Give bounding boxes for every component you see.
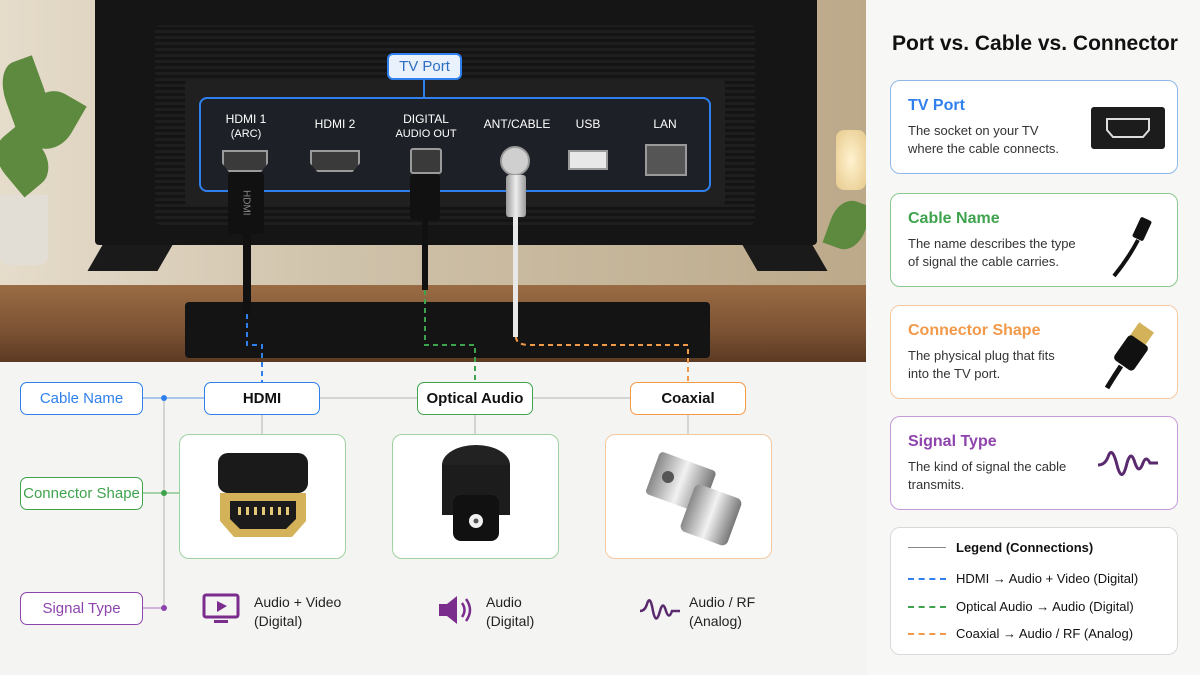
- legend-item-optical: Optical Audio → Audio (Digital): [908, 599, 1134, 614]
- port-label-usb: USB: [575, 117, 601, 131]
- card-title: TV Port: [908, 97, 965, 114]
- cable-name-coaxial: Coaxial: [630, 382, 746, 415]
- row-label-signal-type: Signal Type: [20, 592, 143, 625]
- usb-port: [568, 150, 608, 170]
- hdmi-route-line: [246, 314, 263, 382]
- signal-hdmi: Audio + Video(Digital): [254, 594, 342, 629]
- legend-title-row: Legend (Connections): [908, 540, 1093, 555]
- connection-lines: [143, 80, 689, 611]
- cable-name-optical: Optical Audio: [417, 382, 533, 415]
- connector-plug-icon: [1104, 322, 1154, 390]
- port-highlight-box: [199, 97, 711, 192]
- connector-card-coaxial: [605, 434, 772, 559]
- coax-plug: [506, 175, 526, 217]
- port-label-ant-cable: ANT/CABLE: [483, 117, 551, 131]
- legend-item-text: Coaxial → Audio / RF (Analog): [956, 626, 1134, 641]
- coax-connector-icon: [646, 452, 742, 546]
- hdmi-cable: [243, 234, 251, 314]
- hdmi2-port: [310, 150, 360, 172]
- wave-icon: [1097, 451, 1158, 476]
- speaker-icon: [439, 596, 472, 624]
- hdmi-plug: HDMI: [228, 172, 264, 234]
- card-connector-shape: Connector Shape The physical plug that f…: [890, 305, 1178, 399]
- port-label-hdmi1: HDMI 1(ARC): [225, 112, 267, 140]
- port-label-hdmi2: HDMI 2: [314, 117, 356, 131]
- card-title: Connector Shape: [908, 322, 1041, 339]
- optical-plug: [410, 174, 440, 220]
- legend-item-text: Optical Audio → Audio (Digital): [956, 599, 1134, 614]
- optical-connector-icon: [442, 445, 510, 541]
- legend-swatch: [908, 605, 946, 608]
- legend-box: Legend (Connections) HDMI → Audio + Vide…: [890, 527, 1178, 655]
- legend-swatch: [908, 632, 946, 635]
- optical-route-line: [424, 290, 476, 382]
- optical-port: [410, 148, 442, 174]
- panel-title: Port vs. Cable vs. Connector: [892, 32, 1178, 55]
- hdmi1-port: [222, 150, 268, 172]
- ant-cable-port: [500, 146, 530, 176]
- soundbar: [185, 302, 710, 358]
- lamp: [836, 130, 866, 190]
- legend-item-hdmi: HDMI → Audio + Video (Digital): [908, 571, 1138, 586]
- row-dot: [161, 490, 167, 496]
- monitor-play-icon: [202, 593, 240, 623]
- coax-route-line: [515, 336, 689, 382]
- signal-optical: Audio(Digital): [486, 594, 535, 629]
- port-label-lan: LAN: [653, 117, 677, 131]
- hdmi-port-icon: [1091, 107, 1165, 149]
- row-label-connector-shape: Connector Shape: [20, 477, 143, 510]
- plant-pot: [0, 195, 48, 265]
- row-label-cable-name: Cable Name: [20, 382, 143, 415]
- card-signal-type: Signal Type The kind of signal the cable…: [890, 416, 1178, 510]
- row-dot: [161, 605, 167, 611]
- legend-item-coaxial: Coaxial → Audio / RF (Analog): [908, 626, 1133, 641]
- wave-icon: [639, 599, 680, 620]
- connector-card-optical: [392, 434, 559, 559]
- legend-item-text: HDMI → Audio + Video (Digital): [956, 571, 1139, 586]
- tv-port-tag: TV Port: [387, 53, 462, 80]
- connector-card-hdmi: [179, 434, 346, 559]
- tv-port-panel: [185, 80, 725, 205]
- cable-icon: [1112, 217, 1152, 278]
- legend-swatch: [908, 577, 946, 580]
- optical-cable: [422, 220, 428, 290]
- lan-port: [645, 144, 687, 176]
- signal-coaxial: Audio / RF(Analog): [689, 594, 756, 629]
- legend-arrow: [908, 547, 946, 548]
- coax-cable: [513, 217, 518, 337]
- cable-name-hdmi: HDMI: [204, 382, 320, 415]
- row-dot: [161, 395, 167, 401]
- hdmi-connector-icon: [218, 453, 308, 537]
- legend-title: Legend (Connections): [956, 540, 1094, 555]
- card-title: Signal Type: [908, 433, 997, 450]
- card-title: Cable Name: [908, 210, 1000, 227]
